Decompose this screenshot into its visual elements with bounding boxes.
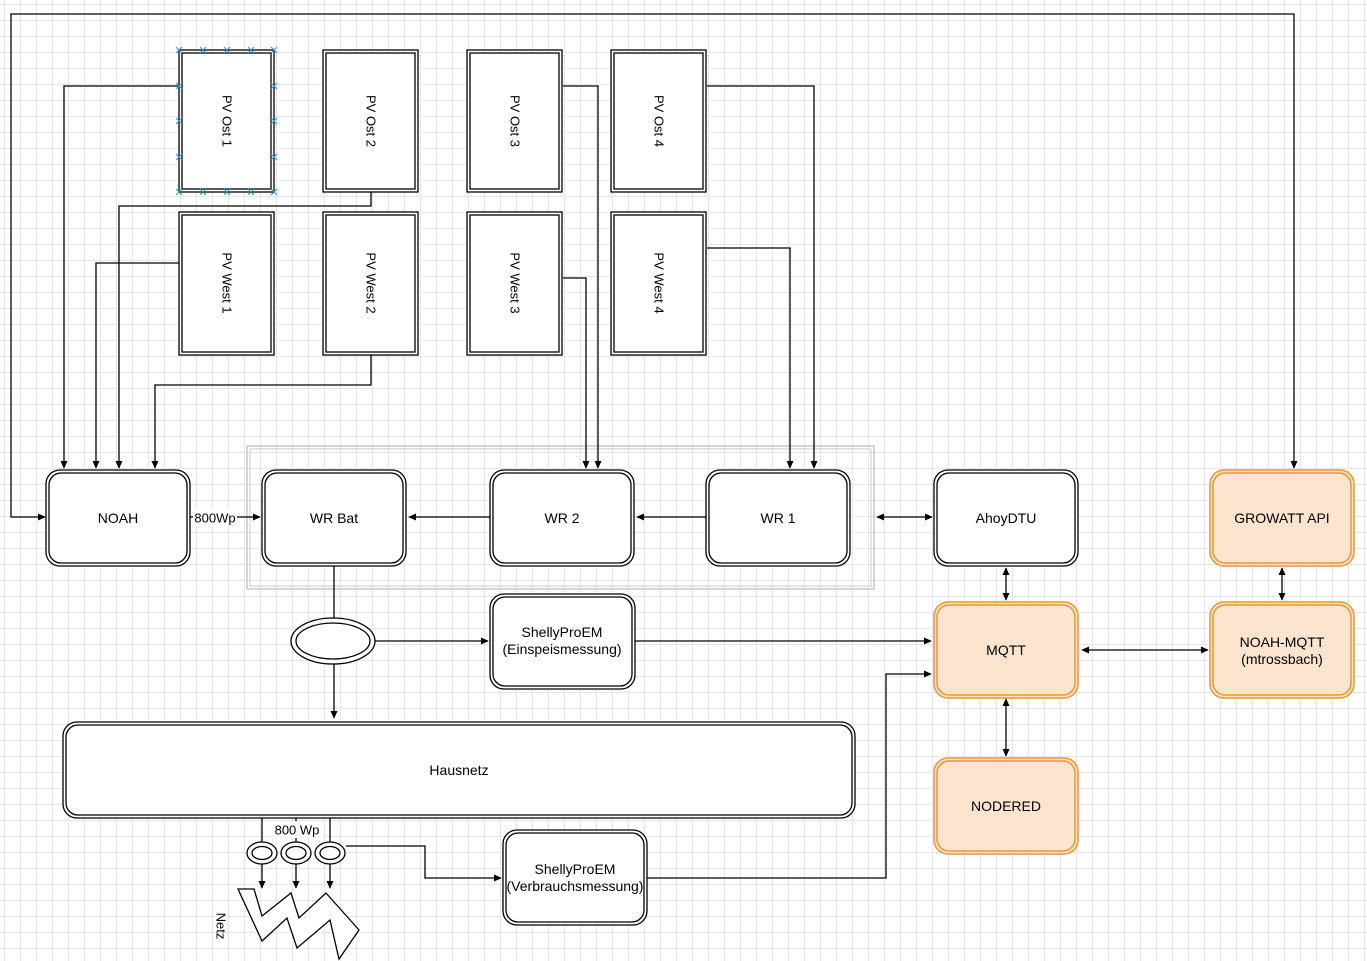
noah-mqtt-label-line2: (mtrossbach) <box>1241 651 1323 667</box>
wr2-label: WR 2 <box>545 510 580 526</box>
pv-west-4-label: PV West 4 <box>652 252 667 313</box>
pv-ost1-wire[interactable] <box>60 85 179 469</box>
edge-label-800-wp: 800 Wp <box>275 823 320 838</box>
pv-panel-ost-1[interactable]: PV Ost 1 <box>178 49 275 193</box>
noah-mqtt-node[interactable]: NOAH-MQTT (mtrossbach) <box>1209 601 1355 699</box>
ct-shelly2-wire[interactable] <box>346 845 502 882</box>
selection-handles[interactable] <box>175 46 278 196</box>
pv-panel-west-2[interactable]: PV West 2 <box>322 211 419 356</box>
pv-west-3-label: PV West 3 <box>508 252 523 313</box>
pv-panel-west-3[interactable]: PV West 3 <box>466 211 563 356</box>
nodered-node[interactable]: NODERED <box>933 757 1079 855</box>
pv-ost2-wire[interactable] <box>115 192 372 469</box>
wr-bat-label: WR Bat <box>310 510 358 526</box>
shelly-einspeis-label-line1: ShellyProEM <box>522 624 603 640</box>
connection-lines <box>10 13 1298 889</box>
wr1-label: WR 1 <box>761 510 796 526</box>
edge-label-800wp: 800Wp <box>194 511 235 526</box>
pv-panel-ost-2[interactable]: PV Ost 2 <box>322 49 419 193</box>
pv-ost-3-label: PV Ost 3 <box>508 95 523 147</box>
wr2-node[interactable]: WR 2 <box>489 469 635 567</box>
hausnetz-label: Hausnetz <box>429 762 488 778</box>
shelly-einspeis-label-line2: (Einspeismessung) <box>502 641 621 657</box>
netz-label: Netz <box>214 913 229 940</box>
pv-west2-wire[interactable] <box>151 355 372 469</box>
mqtt-node[interactable]: MQTT <box>933 601 1079 699</box>
shelly-verbrauch-node[interactable]: ShellyProEM (Verbrauchsmessung) <box>502 829 648 926</box>
pv-panel-west-1[interactable]: PV West 1 <box>178 211 275 356</box>
pv-west4-wire[interactable] <box>707 247 794 469</box>
pv-ost-1-label: PV Ost 1 <box>220 95 235 147</box>
pv-panel-west-4[interactable]: PV West 4 <box>610 211 707 356</box>
pv-ost4-wire[interactable] <box>707 85 818 469</box>
pv-west-2-label: PV West 2 <box>364 252 379 313</box>
pv-west-1-label: PV West 1 <box>220 252 235 313</box>
shelly-verbrauch-label-line1: ShellyProEM <box>535 861 616 877</box>
mqtt-label: MQTT <box>986 642 1026 658</box>
shelly2-mqtt-wire[interactable] <box>647 670 932 879</box>
nodered-label: NODERED <box>971 798 1041 814</box>
pv-ost-2-label: PV Ost 2 <box>364 95 379 147</box>
ct-sensors-verbrauch[interactable] <box>246 841 346 865</box>
noah-growatt-connector[interactable] <box>10 13 1298 521</box>
wr-bat-node[interactable]: WR Bat <box>261 469 407 567</box>
noah-mqtt-label-line1: NOAH-MQTT <box>1240 634 1325 650</box>
pv-west1-wire[interactable] <box>92 262 179 469</box>
shelly-einspeis-node[interactable]: ShellyProEM (Einspeismessung) <box>489 593 636 690</box>
pv-ost-4-label: PV Ost 4 <box>652 95 667 147</box>
ahoydtu-node[interactable]: AhoyDTU <box>933 469 1079 567</box>
pv-panel-ost-4[interactable]: PV Ost 4 <box>610 49 707 193</box>
pv-west3-wire[interactable] <box>563 277 590 469</box>
pv-panel-ost-3[interactable]: PV Ost 3 <box>466 49 563 193</box>
noah-label: NOAH <box>98 510 138 526</box>
growatt-api-node[interactable]: GROWATT API <box>1209 469 1355 567</box>
ct-sensor-einspeis[interactable] <box>290 617 376 665</box>
wr1-node[interactable]: WR 1 <box>705 469 851 567</box>
shelly-verbrauch-label-line2: (Verbrauchsmessung) <box>507 878 644 894</box>
noah-node[interactable]: NOAH <box>45 469 191 567</box>
hausnetz-node[interactable]: Hausnetz <box>62 721 856 819</box>
growatt-api-label: GROWATT API <box>1234 510 1329 526</box>
ahoydtu-label: AhoyDTU <box>976 510 1037 526</box>
netz-lightning-icon[interactable] <box>236 888 360 961</box>
pv-ost3-wire[interactable] <box>563 85 602 469</box>
